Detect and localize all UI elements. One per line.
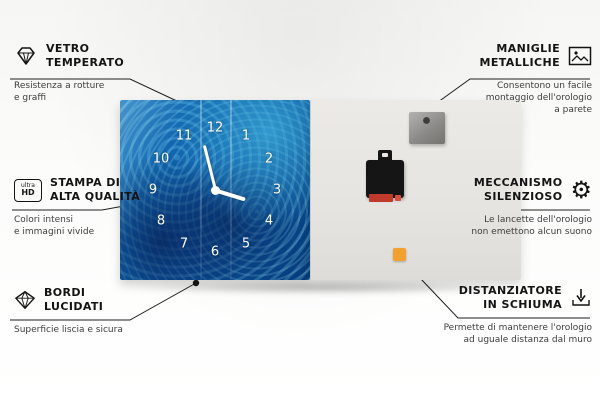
- callout-meccanismo-silenzioso: MECCANISMO SILENZIOSO ⚙ Le lancette dell…: [417, 176, 592, 238]
- title-line: DISTANZIATORE: [458, 284, 562, 297]
- clock-number: 11: [175, 128, 193, 144]
- clock-number: 12: [206, 120, 224, 136]
- clock-number: 4: [264, 213, 274, 229]
- clock-number: 8: [156, 213, 166, 229]
- title-line: TEMPERATO: [46, 56, 125, 70]
- callout-subtitle: Colori intensi e immagini vivide: [14, 214, 154, 238]
- callout-subtitle: Resistenza a rotture e graffi: [14, 80, 149, 104]
- callout-distanziatore-schiuma: DISTANZIATORE IN SCHIUMA Permette di man…: [407, 284, 592, 346]
- subtitle-line: Colori intensi: [14, 214, 74, 225]
- subtitle-line: e graffi: [14, 92, 47, 103]
- clock-number: 10: [152, 151, 170, 167]
- title-line: ALTA QUALITÀ: [50, 190, 141, 204]
- clock-mechanism: [366, 160, 404, 198]
- ultra-hd-icon: ultra HD: [14, 178, 42, 202]
- clock-number: 3: [272, 182, 282, 198]
- subtitle-line: Consentono un facile: [497, 80, 592, 91]
- clock-number: 5: [241, 236, 251, 252]
- callout-title: MECCANISMO SILENZIOSO: [474, 176, 563, 205]
- subtitle-line: Resistenza a rotture: [14, 80, 105, 91]
- title-line: IN SCHIUMA: [483, 298, 562, 312]
- title-line: METALLICHE: [479, 56, 560, 70]
- title-line: SILENZIOSO: [484, 190, 563, 204]
- clock-number: 7: [179, 236, 189, 252]
- gem-icon: [14, 289, 36, 311]
- picture-frame-icon: [568, 46, 592, 66]
- subtitle-line: Le lancette dell'orologio: [484, 214, 592, 225]
- subtitle-line: ad uguale distanza dal muro: [463, 334, 592, 345]
- clock-back: [310, 100, 521, 280]
- title-line: BORDI: [44, 286, 86, 299]
- callout-subtitle: Le lancette dell'orologio non emettono a…: [417, 214, 592, 238]
- callout-subtitle: Consentono un facile montaggio dell'orol…: [417, 80, 592, 116]
- mechanism-hanger-hole: [382, 153, 388, 157]
- callout-title: BORDI LUCIDATI: [44, 286, 103, 315]
- callout-vetro-temperato: VETRO TEMPERATO Resistenza a rotture e g…: [14, 42, 149, 104]
- product-shadow: [128, 281, 514, 294]
- glass-panel-line: [230, 100, 233, 280]
- title-line: STAMPA DI: [50, 176, 121, 189]
- callout-bordi-lucidati: BORDI LUCIDATI Superficie liscia e sicur…: [14, 286, 154, 336]
- subtitle-line: a parete: [554, 104, 592, 115]
- foam-spacer: [393, 248, 406, 261]
- callout-title: VETRO TEMPERATO: [46, 42, 124, 71]
- clock-number: 9: [148, 182, 158, 198]
- subtitle-line: montaggio dell'orologio: [485, 92, 592, 103]
- gear-icon: ⚙: [570, 176, 592, 205]
- title-line: MANIGLIE: [496, 42, 560, 55]
- subtitle-line: Permette di mantenere l'orologio: [443, 322, 592, 333]
- callout-title: DISTANZIATORE IN SCHIUMA: [459, 284, 562, 313]
- title-line: LUCIDATI: [44, 300, 104, 314]
- ultra-hd-icon-text: HD: [21, 188, 35, 198]
- subtitle-line: e immagini vivide: [14, 226, 95, 237]
- battery: [369, 194, 393, 202]
- metal-hanger-plate: [409, 112, 445, 144]
- arrow-down-icon: [570, 287, 592, 309]
- glass-panel-line: [199, 100, 202, 280]
- hanger-hole: [423, 117, 430, 124]
- diamond-icon: [14, 45, 38, 67]
- callout-title: STAMPA DI ALTA QUALITÀ: [50, 176, 140, 205]
- callout-subtitle: Permette di mantenere l'orologio ad ugua…: [407, 322, 592, 346]
- ultra-hd-icon-text: ultra: [21, 182, 35, 190]
- callout-subtitle: Superficie liscia e sicura: [14, 324, 154, 336]
- battery-contact: [395, 195, 401, 201]
- callout-title: MANIGLIE METALLICHE: [479, 42, 560, 71]
- title-line: MECCANISMO: [473, 176, 563, 189]
- subtitle-line: non emettono alcun suono: [471, 226, 592, 237]
- subtitle-line: Superficie liscia e sicura: [14, 324, 123, 335]
- clock-number: 2: [264, 151, 274, 167]
- callout-maniglie-metalliche: MANIGLIE METALLICHE Consentono un facile…: [417, 42, 592, 116]
- clock-number: 1: [241, 128, 251, 144]
- callout-stampa-alta-qualita: ultra HD STAMPA DI ALTA QUALITÀ Colori i…: [14, 176, 154, 238]
- clock-number: 6: [210, 244, 220, 260]
- title-line: VETRO: [46, 42, 90, 55]
- clock-center-cap: [210, 185, 220, 195]
